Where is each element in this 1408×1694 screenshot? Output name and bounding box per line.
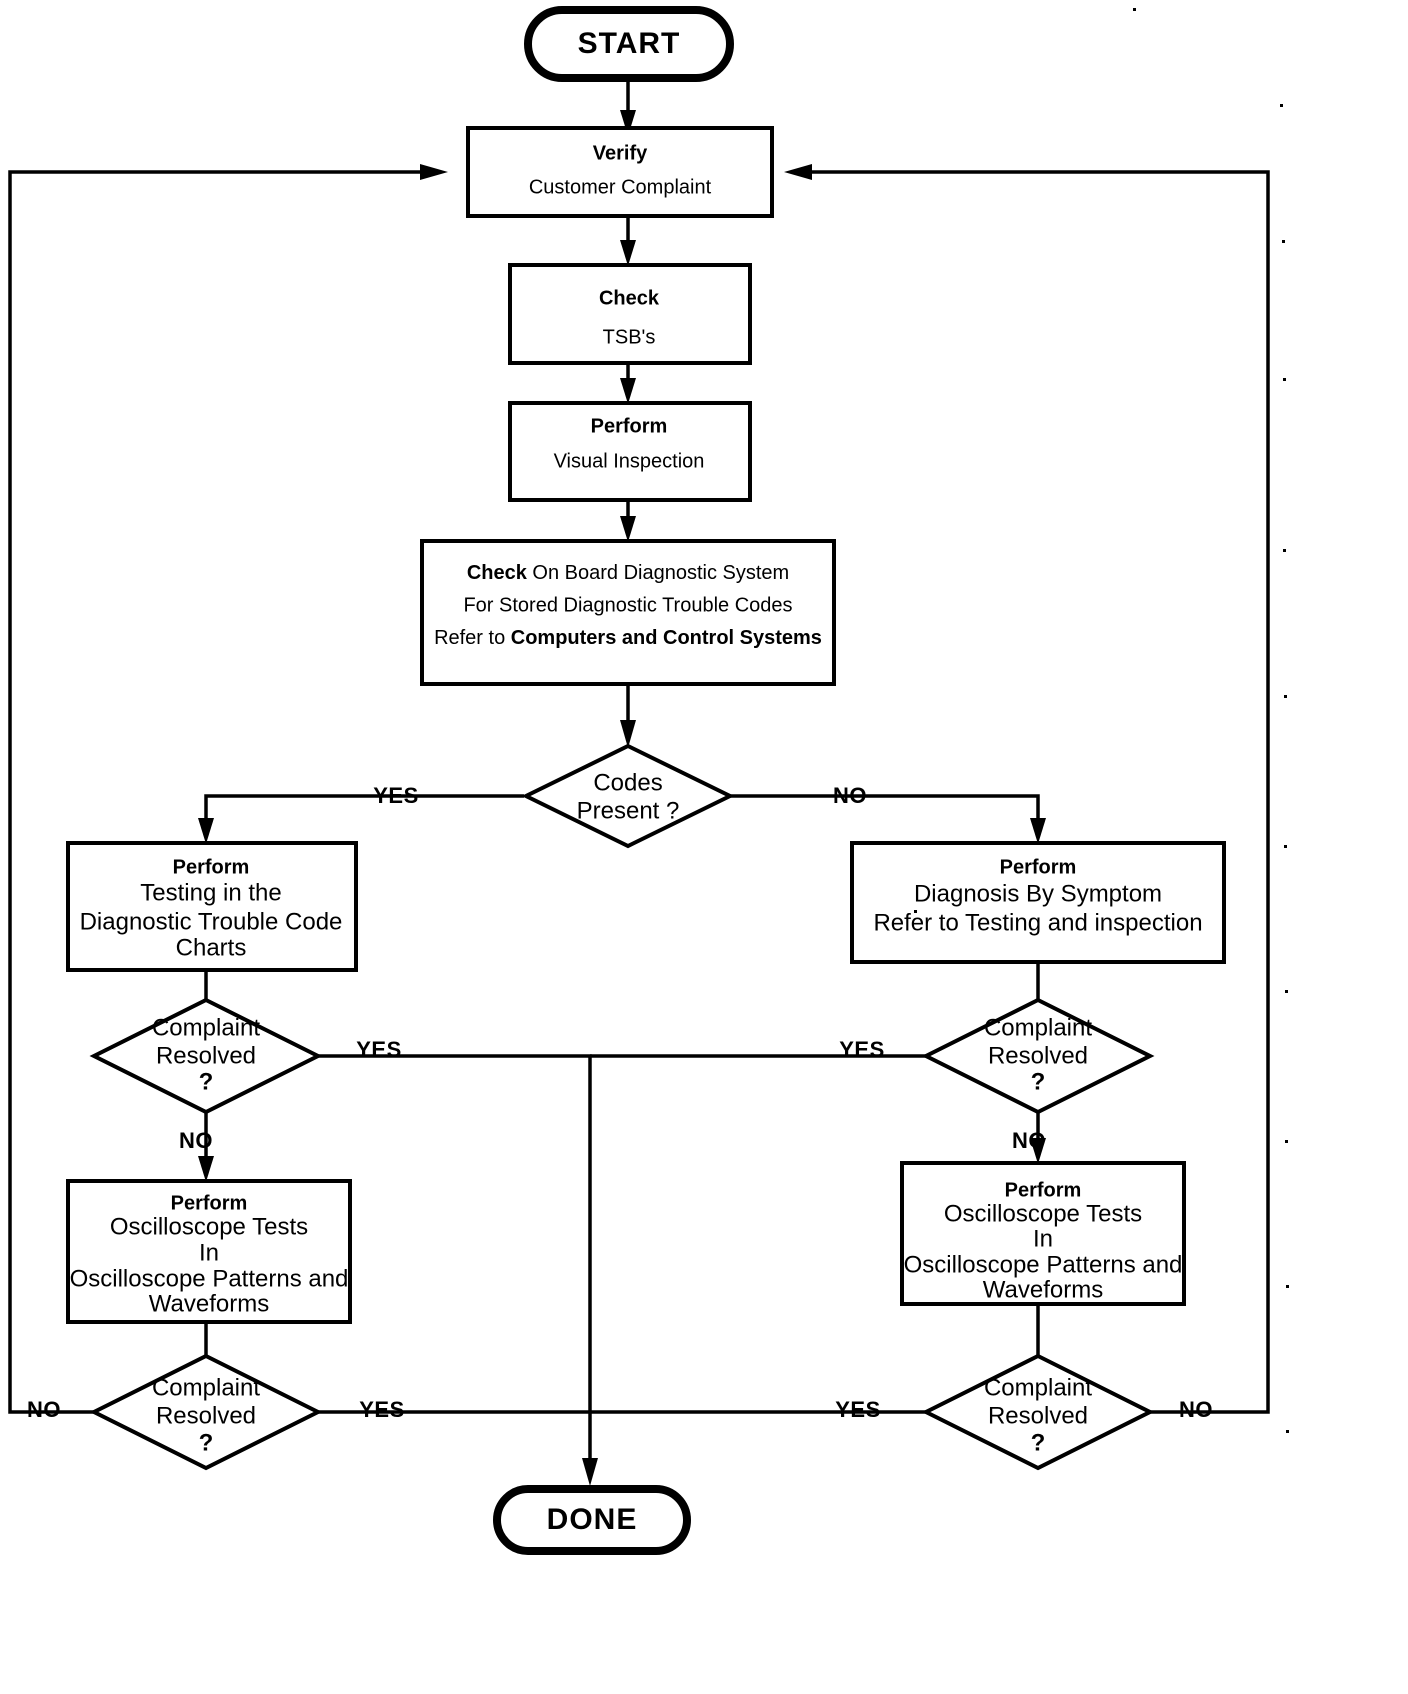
right-scope-line1: Perform [1005,1179,1082,1201]
right-test-line1: Perform [1000,856,1077,878]
right-resolved-2-line1: Complaint [984,1374,1092,1401]
node-left-resolved-2[interactable]: Complaint Resolved ? [89,1353,323,1471]
visual-line2: Visual Inspection [554,450,705,472]
node-start[interactable]: START [524,6,734,82]
right-scope-line4: Oscilloscope Patterns and [904,1251,1183,1278]
node-left-test[interactable]: Perform Testing in the Diagnostic Troubl… [66,841,358,972]
right-scope-line3: In [1033,1225,1053,1252]
left-scope-line2: Oscilloscope Tests [110,1213,308,1240]
node-codes-present[interactable]: Codes Present ? [521,743,735,849]
node-visual-inspection[interactable]: Perform Visual Inspection [508,401,752,502]
node-verify[interactable]: Verify Customer Complaint [466,126,774,218]
edge-label-right-res1-yes: YES [839,1037,885,1062]
left-scope-line4: Oscilloscope Patterns and [70,1265,349,1292]
edge-checktsb-visual [620,363,636,404]
check-tsb-line2: TSB's [603,326,656,348]
edge-label-codes-no: NO [833,783,867,808]
left-test-line4: Charts [176,934,247,961]
right-resolved-1-line1: Complaint [984,1014,1092,1041]
left-test-line1: Perform [173,856,250,878]
node-done[interactable]: DONE [493,1485,691,1555]
left-scope-line5: Waveforms [149,1290,269,1317]
edge-label-left-res2-no: NO [27,1397,61,1422]
left-resolved-1-line3: ? [199,1068,214,1095]
edge-verify-checktsb [620,216,636,266]
left-resolved-2-line3: ? [199,1429,214,1456]
obd-line3-pre: Refer to [434,627,511,649]
right-scope-line2: Oscilloscope Tests [944,1200,1142,1227]
left-resolved-2-line1: Complaint [152,1374,260,1401]
right-resolved-1-line2: Resolved [988,1042,1088,1069]
edge-leftresolved1-leftscope [198,1110,214,1182]
left-resolved-1-line1: Complaint [152,1014,260,1041]
edge-codespresent-righttest [730,794,1046,844]
edge-label-left-res2-yes: YES [359,1397,405,1422]
obd-line1: Check On Board Diagnostic System [467,562,789,584]
obd-line3: Refer to Computers and Control Systems [434,627,822,649]
node-right-scope[interactable]: Perform Oscilloscope Tests In Oscillosco… [900,1161,1186,1306]
node-right-resolved-2[interactable]: Complaint Resolved ? [921,1353,1155,1471]
scan-artifact-dots [489,8,1289,1433]
edge-label-right-res1-no: NO [1012,1128,1046,1153]
node-right-resolved-1[interactable]: Complaint Resolved ? [921,997,1155,1115]
right-test-line2: Diagnosis By Symptom [914,880,1162,907]
right-resolved-2-line2: Resolved [988,1402,1088,1429]
obd-line3-bold: Computers and Control Systems [511,627,822,649]
verify-line1: Verify [593,142,648,164]
edge-visual-obd [620,500,636,542]
edge-rightresolved1-rightscope [1030,1110,1046,1164]
edge-label-left-res1-no: NO [179,1128,213,1153]
edge-label-codes-yes: YES [373,783,419,808]
right-resolved-1-line3: ? [1031,1068,1046,1095]
edge-rightresolved2-verify [784,164,1270,1414]
edge-label-right-res2-yes: YES [835,1397,881,1422]
right-test-line3: Refer to Testing and inspection [873,909,1202,936]
node-left-scope[interactable]: Perform Oscilloscope Tests In Oscillosco… [66,1179,352,1324]
edge-leftresolved2-verify [8,164,448,1414]
codes-present-line1: Codes [593,769,662,796]
edge-codespresent-lefttest [198,794,524,844]
done-label: DONE [547,1503,638,1536]
edge-label-left-res1-yes: YES [356,1037,402,1062]
obd-line1-rest: On Board Diagnostic System [527,562,789,584]
right-scope-line5: Waveforms [983,1276,1103,1303]
verify-line2: Customer Complaint [529,176,712,198]
node-right-test[interactable]: Perform Diagnosis By Symptom Refer to Te… [850,841,1226,964]
left-test-line3: Diagnostic Trouble Code [80,908,343,935]
left-resolved-2-line2: Resolved [156,1402,256,1429]
left-test-line2: Testing in the [140,879,281,906]
left-scope-line3: In [199,1239,219,1266]
check-tsb-line1: Check [599,287,660,309]
edge-label-right-res2-no: NO [1179,1397,1213,1422]
left-resolved-1-line2: Resolved [156,1042,256,1069]
edge-start-verify [620,76,636,136]
right-resolved-2-line3: ? [1031,1429,1046,1456]
edge-obd-codespresent [620,684,636,748]
node-obd-check[interactable]: Check On Board Diagnostic System For Sto… [420,539,836,686]
node-check-tsb[interactable]: Check TSB's [508,263,752,365]
obd-line1-bold: Check [467,562,528,584]
codes-present-line2: Present ? [577,797,680,824]
visual-line1: Perform [591,415,668,437]
start-label: START [578,27,681,60]
left-scope-line1: Perform [171,1192,248,1214]
obd-line2: For Stored Diagnostic Trouble Codes [463,594,792,616]
node-left-resolved-1[interactable]: Complaint Resolved ? [89,997,323,1115]
